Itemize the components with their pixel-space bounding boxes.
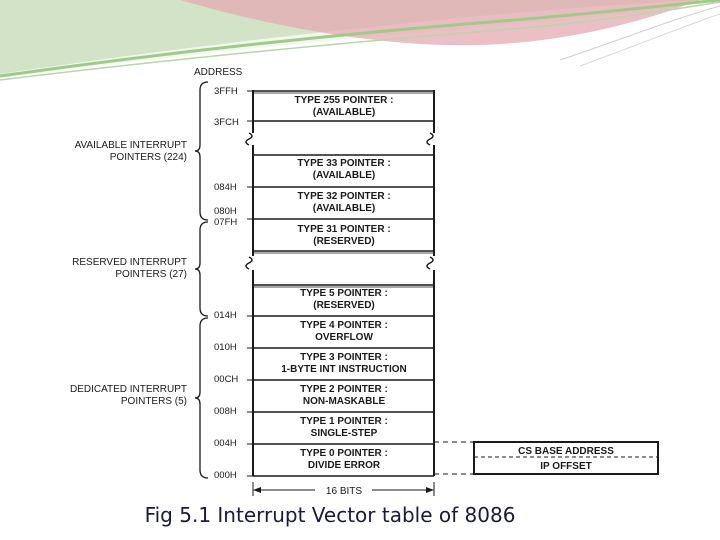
group-brace (194, 221, 209, 317)
cell-pointer-desc: OVERFLOW (315, 332, 373, 343)
side-box: CS BASE ADDRESS IP OFFSET (434, 441, 659, 475)
break-mark (245, 132, 253, 146)
group-label-title: AVAILABLE INTERRUPT (75, 140, 187, 151)
break-mark (426, 132, 434, 146)
cell-pointer-desc: SINGLE-STEP (311, 428, 378, 439)
cell-pointer-desc: (RESERVED) (313, 300, 375, 311)
side-box-ip-label: IP OFFSET (540, 461, 592, 472)
address-label: 008H (214, 406, 237, 417)
address-label: 000H (214, 470, 237, 481)
address-label: 080H (214, 206, 237, 217)
cell-pointer-type: TYPE 255 POINTER : (295, 95, 394, 106)
address-label: 00CH (214, 374, 238, 385)
cell-pointer-type: TYPE 31 POINTER : (297, 224, 390, 235)
cell-pointer-type: TYPE 33 POINTER : (297, 158, 390, 169)
cell-pointer-desc: (RESERVED) (313, 236, 375, 247)
figure-caption: Fig 5.1 Interrupt Vector table of 8086 (0, 503, 720, 527)
address-label: 3FFH (214, 86, 238, 97)
address-label: 084H (214, 182, 237, 193)
cell-pointer-desc: DIVIDE ERROR (308, 460, 381, 471)
cell-pointer-type: TYPE 3 POINTER : (300, 352, 388, 363)
address-label: 07FH (214, 217, 237, 228)
side-box-cs-label: CS BASE ADDRESS (518, 446, 614, 457)
cell-pointer-type: TYPE 1 POINTER : (300, 416, 388, 427)
vector-table (245, 90, 435, 477)
group-label-count: POINTERS (5) (121, 396, 187, 407)
cell-pointer-type: TYPE 0 POINTER : (300, 448, 388, 459)
group-brace (194, 317, 209, 479)
cell-pointer-desc: 1-BYTE INT INSTRUCTION (281, 364, 407, 375)
break-mark (245, 256, 253, 270)
cell-pointer-type: TYPE 5 POINTER : (300, 288, 388, 299)
address-header: ADDRESS (194, 67, 243, 78)
width-label: 16 BITS (326, 486, 362, 497)
break-mark (426, 256, 434, 270)
cell-pointer-type: TYPE 4 POINTER : (300, 320, 388, 331)
cell-pointer-type: TYPE 32 POINTER : (297, 191, 390, 202)
cell-texts: TYPE 255 POINTER :(AVAILABLE)TYPE 33 POI… (281, 95, 407, 471)
width-dimension: 16 BITS (252, 482, 435, 497)
group-label-count: POINTERS (224) (110, 152, 187, 163)
group-label-title: RESERVED INTERRUPT (72, 257, 187, 268)
address-label: 014H (214, 310, 237, 321)
header-banner (0, 0, 720, 81)
cell-pointer-desc: NON-MASKABLE (303, 396, 386, 407)
group-brace (194, 81, 209, 221)
group-label-count: POINTERS (27) (115, 269, 187, 280)
cell-pointer-desc: (AVAILABLE) (313, 170, 375, 181)
address-label: 3FCH (214, 117, 239, 128)
caption-text: Fig 5.1 Interrupt Vector table of 8086 (144, 503, 516, 527)
cell-pointer-desc: (AVAILABLE) (313, 203, 375, 214)
address-label: 004H (214, 438, 237, 449)
cell-pointer-desc: (AVAILABLE) (313, 107, 375, 118)
cell-pointer-type: TYPE 2 POINTER : (300, 384, 388, 395)
group-label-title: DEDICATED INTERRUPT (70, 384, 187, 395)
address-label: 010H (214, 342, 237, 353)
